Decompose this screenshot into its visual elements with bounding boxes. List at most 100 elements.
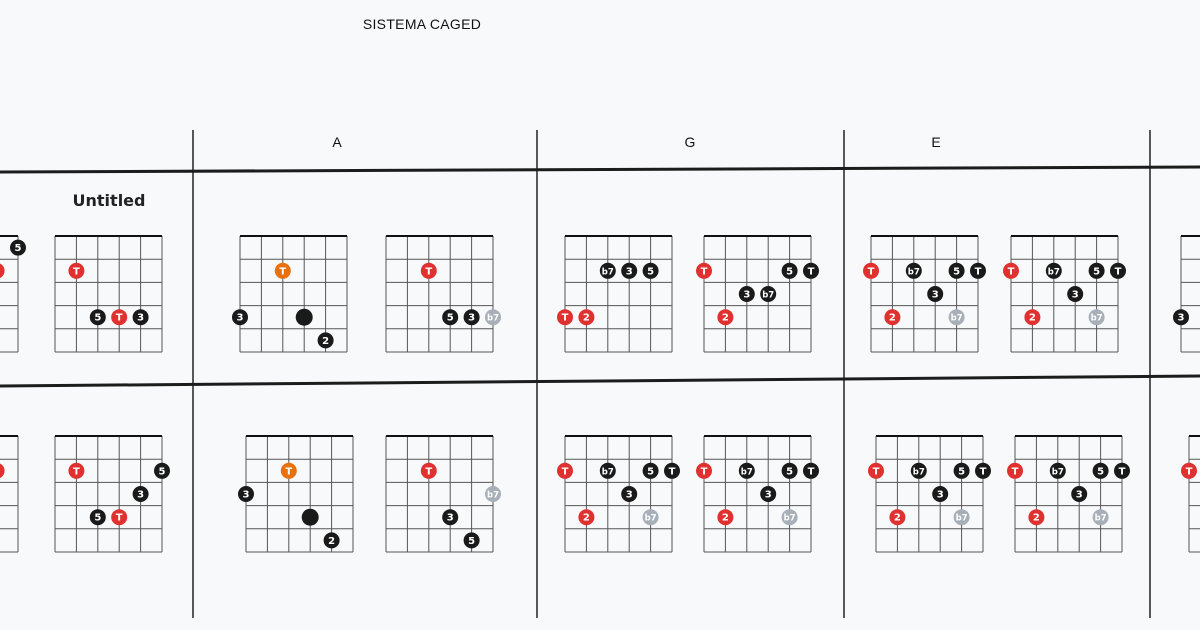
note-label: T xyxy=(73,266,80,277)
note-label: 2 xyxy=(583,313,590,324)
note-dot xyxy=(803,262,819,279)
note-dot xyxy=(1003,262,1019,279)
note-label: T xyxy=(873,466,880,477)
note-label: 2 xyxy=(722,313,729,324)
note-label: 2 xyxy=(1029,313,1036,324)
note-dot xyxy=(738,462,755,479)
note-label: b7 xyxy=(908,267,920,277)
note-dot xyxy=(111,509,128,526)
note-dot xyxy=(0,463,5,479)
note-dot xyxy=(905,262,922,279)
note-dot xyxy=(1007,462,1023,479)
note-dot xyxy=(884,309,901,326)
column-label-e: E xyxy=(931,134,941,150)
note-label: 5 xyxy=(468,536,475,547)
row-divider xyxy=(0,165,1200,174)
note-label: 5 xyxy=(1097,466,1104,477)
note-dot xyxy=(463,532,480,549)
note-dot xyxy=(1173,309,1189,326)
note-dot xyxy=(717,509,734,526)
note-dot xyxy=(1110,262,1126,279)
note-label: 5 xyxy=(94,513,101,524)
note-label: T xyxy=(562,466,569,477)
note-label: 3 xyxy=(743,290,750,301)
note-label: 5 xyxy=(786,466,793,477)
note-dot xyxy=(111,309,128,326)
note-dot xyxy=(557,462,573,479)
note-label: 3 xyxy=(1178,313,1185,324)
note-label: b7 xyxy=(602,267,614,277)
note-label: 5 xyxy=(447,313,454,324)
note-label: 3 xyxy=(447,513,454,524)
note-dot xyxy=(760,486,777,502)
note-label: T xyxy=(701,266,708,277)
note-dot xyxy=(557,309,573,326)
note-dot xyxy=(970,262,986,279)
note-dot xyxy=(1028,509,1045,526)
note-dot xyxy=(1024,309,1041,326)
note-label: 3 xyxy=(137,490,144,501)
note-label: b7 xyxy=(645,514,657,524)
note-label: b7 xyxy=(487,491,499,501)
note-dot xyxy=(323,532,340,549)
note-dot xyxy=(932,486,949,502)
note-label: 3 xyxy=(137,313,144,324)
note-label: b7 xyxy=(762,291,774,301)
note-dot xyxy=(781,262,798,279)
note-dot xyxy=(578,509,595,526)
note-dot xyxy=(10,239,26,256)
note-dot xyxy=(420,462,437,479)
note-label: 5 xyxy=(15,243,22,254)
note-dot xyxy=(132,486,149,502)
note-dot xyxy=(781,462,798,479)
note-dot xyxy=(1088,262,1105,279)
note-dot xyxy=(1045,262,1062,279)
note-dot xyxy=(442,309,459,326)
note-dot xyxy=(889,509,906,526)
note-label: 3 xyxy=(937,490,944,501)
note-label: 3 xyxy=(468,313,475,324)
note-dot xyxy=(301,508,319,526)
note-label: 2 xyxy=(322,336,329,347)
note-label: 5 xyxy=(647,266,654,277)
note-dot xyxy=(760,286,777,302)
note-dot xyxy=(89,309,106,326)
note-label: T xyxy=(116,513,123,524)
note-dot xyxy=(68,462,85,479)
note-label: b7 xyxy=(741,467,753,477)
page-title: SISTEMA CAGED xyxy=(362,16,482,32)
note-label: 2 xyxy=(328,536,335,547)
note-label: T xyxy=(425,266,432,277)
note-label: T xyxy=(562,313,569,324)
note-dot xyxy=(0,263,5,279)
note-label: T xyxy=(1012,466,1019,477)
note-dot xyxy=(578,309,595,326)
note-label: 3 xyxy=(932,290,939,301)
note-dot xyxy=(463,309,480,326)
note-dot xyxy=(232,309,248,326)
note-dot xyxy=(621,486,638,502)
note-label: 3 xyxy=(626,490,633,501)
note-dot xyxy=(599,262,616,279)
note-dot xyxy=(1092,509,1109,526)
note-dot xyxy=(621,262,638,279)
note-label: T xyxy=(808,466,815,477)
note-label: 5 xyxy=(1093,266,1100,277)
note-label: T xyxy=(701,466,708,477)
note-label: b7 xyxy=(1091,314,1103,324)
note-label: T xyxy=(808,266,815,277)
note-label: b7 xyxy=(602,467,614,477)
note-label: 5 xyxy=(159,466,166,477)
note-label: T xyxy=(1119,466,1126,477)
note-dot xyxy=(975,462,991,479)
note-dot xyxy=(927,286,944,302)
note-dot xyxy=(696,262,712,279)
note-dot xyxy=(68,262,85,279)
note-dot xyxy=(781,509,798,526)
note-dot xyxy=(642,262,659,279)
note-label: b7 xyxy=(1095,514,1107,524)
note-label: b7 xyxy=(951,314,963,324)
note-label: 5 xyxy=(958,466,965,477)
note-dot xyxy=(642,462,659,479)
note-dot xyxy=(1067,286,1084,302)
